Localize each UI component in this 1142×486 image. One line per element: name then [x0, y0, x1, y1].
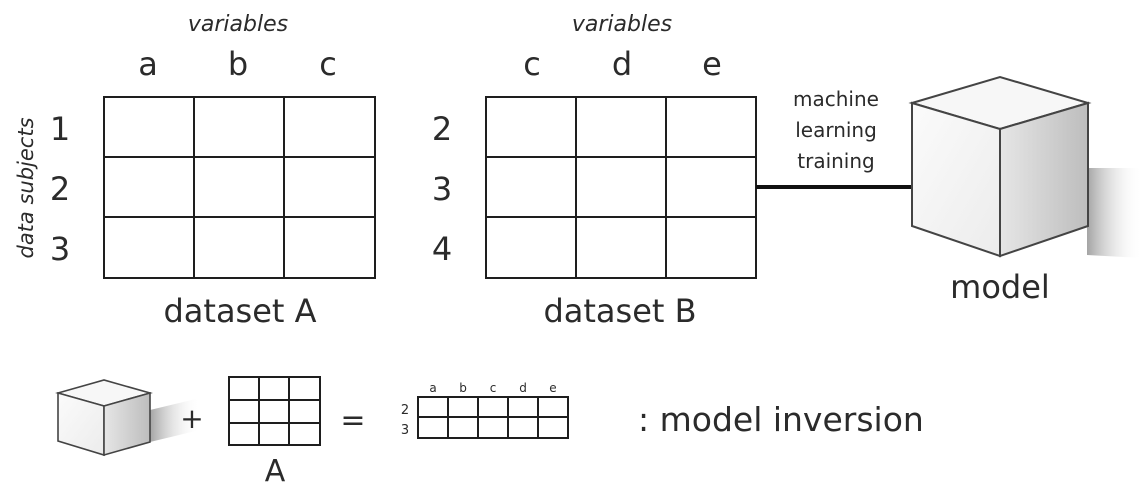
training-arrow: machine learning training: [756, 87, 952, 192]
matrix-a-icon: [228, 376, 321, 446]
equals-sign: =: [340, 403, 365, 438]
matrix-a-label: A: [265, 454, 286, 486]
result-column-a: a: [429, 381, 436, 395]
dataset-a-column-c: c: [319, 45, 337, 83]
dataset-a-caption: dataset A: [163, 292, 316, 330]
model-inversion-caption: : model inversion: [638, 400, 924, 439]
dataset-a-column-a: a: [138, 45, 158, 83]
arrow-label-line-1: machine: [793, 87, 879, 111]
result-column-d: d: [519, 381, 527, 395]
dataset-b-variables-label: variables: [572, 12, 672, 37]
result-column-c: c: [490, 381, 497, 395]
dataset-b-column-e: e: [702, 45, 722, 83]
result-row-3: 3: [401, 423, 409, 438]
result-table: [417, 396, 569, 439]
result-row-2: 2: [401, 403, 409, 418]
dataset-a-table: [103, 96, 376, 279]
data-subjects-label: data subjects: [14, 117, 38, 258]
arrow-label-line-3: training: [797, 149, 874, 173]
result-column-e: e: [549, 381, 556, 395]
inversion-equation: + A = a b c d e 2 3 : model inversion: [55, 376, 924, 486]
dataset-a-column-b: b: [228, 45, 248, 83]
dataset-b-caption: dataset B: [543, 292, 696, 330]
plus-sign: +: [180, 402, 203, 435]
dataset-b-column-d: d: [612, 45, 632, 83]
dataset-a-row-3: 3: [50, 230, 70, 268]
dataset-a-variables-label: variables: [188, 12, 288, 37]
small-cube-icon: [55, 379, 200, 457]
dataset-a-row-1: 1: [50, 110, 70, 148]
model-label: model: [950, 268, 1050, 306]
dataset-b-row-3: 3: [432, 170, 452, 208]
dataset-a: variables a b c data subjects 1 2 3 data…: [14, 12, 376, 330]
dataset-b-column-c: c: [523, 45, 541, 83]
result-column-b: b: [459, 381, 467, 395]
dataset-b-row-2: 2: [432, 110, 452, 148]
dataset-b: variables c d e 2 3 4 dataset B: [432, 12, 757, 330]
model-cube-icon: [908, 75, 1142, 258]
dataset-a-row-2: 2: [50, 170, 70, 208]
arrow-label-line-2: learning: [795, 118, 877, 142]
dataset-b-row-4: 4: [432, 230, 452, 268]
dataset-b-table: [485, 96, 757, 279]
